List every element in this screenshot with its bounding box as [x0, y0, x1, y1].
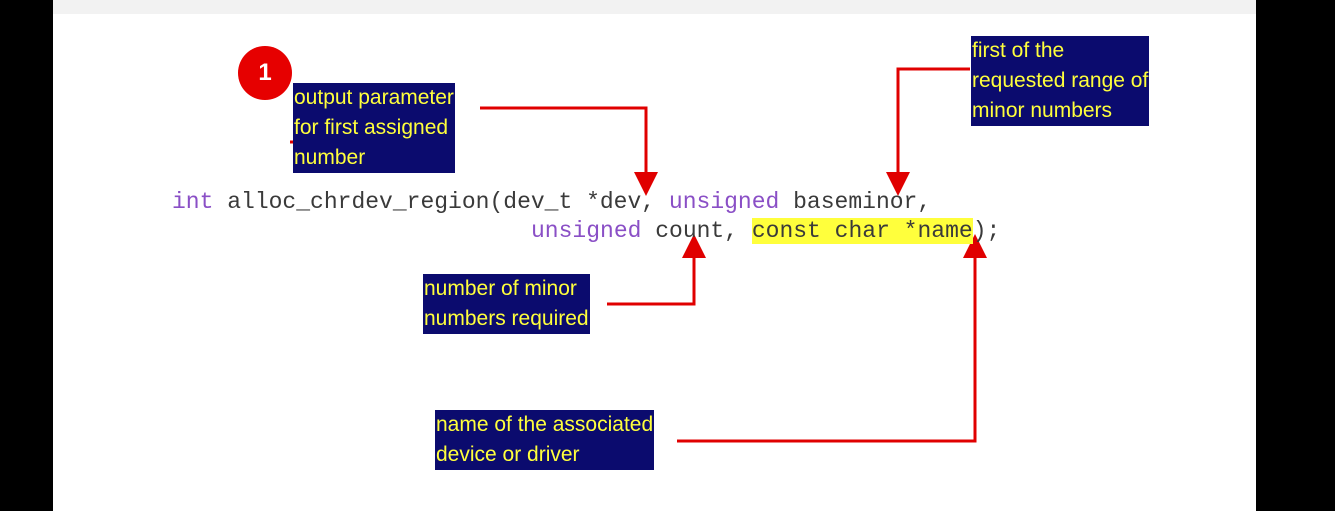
code-text: baseminor,: [779, 189, 932, 215]
label-line: first of the: [972, 39, 1065, 62]
label-line: output parameter: [294, 86, 454, 109]
label-line: requested range of: [972, 69, 1149, 92]
code-text: );: [972, 218, 1001, 244]
label-line: device or driver: [436, 443, 580, 466]
output-parameter-label: output parameter for first assigned numb…: [293, 83, 455, 173]
code-keyword: unsigned: [531, 218, 642, 244]
count-required-label: number of minor numbers required: [423, 274, 590, 334]
step-badge: 1: [238, 46, 292, 100]
code-line-1: int alloc_chrdev_region(dev_t *dev, unsi…: [172, 188, 931, 217]
label-line: name of the associated: [436, 413, 654, 436]
code-keyword: int: [172, 189, 214, 215]
slide-top-band: [53, 0, 1256, 14]
arrow-first-of-range: [886, 67, 970, 196]
arrow-count: [607, 234, 706, 306]
code-highlight: const char *name: [751, 218, 973, 244]
code-line-2: unsigned count, const char *name);: [531, 217, 1000, 246]
arrow-output-parameter: [480, 106, 658, 196]
first-of-range-label: first of the requested range of minor nu…: [971, 36, 1150, 126]
label-line: for first assigned: [294, 116, 449, 139]
label-line: number of minor: [424, 277, 577, 300]
code-text: count,: [641, 218, 752, 244]
code-keyword: unsigned: [668, 189, 780, 215]
code-text: alloc_chrdev_region(dev_t *dev,: [213, 189, 669, 215]
name-desc-label: name of the associated device or driver: [435, 410, 655, 470]
label-line: numbers required: [424, 307, 589, 330]
label-line: number: [294, 146, 366, 169]
arrow-name: [677, 234, 987, 443]
label-line: minor numbers: [972, 99, 1113, 122]
